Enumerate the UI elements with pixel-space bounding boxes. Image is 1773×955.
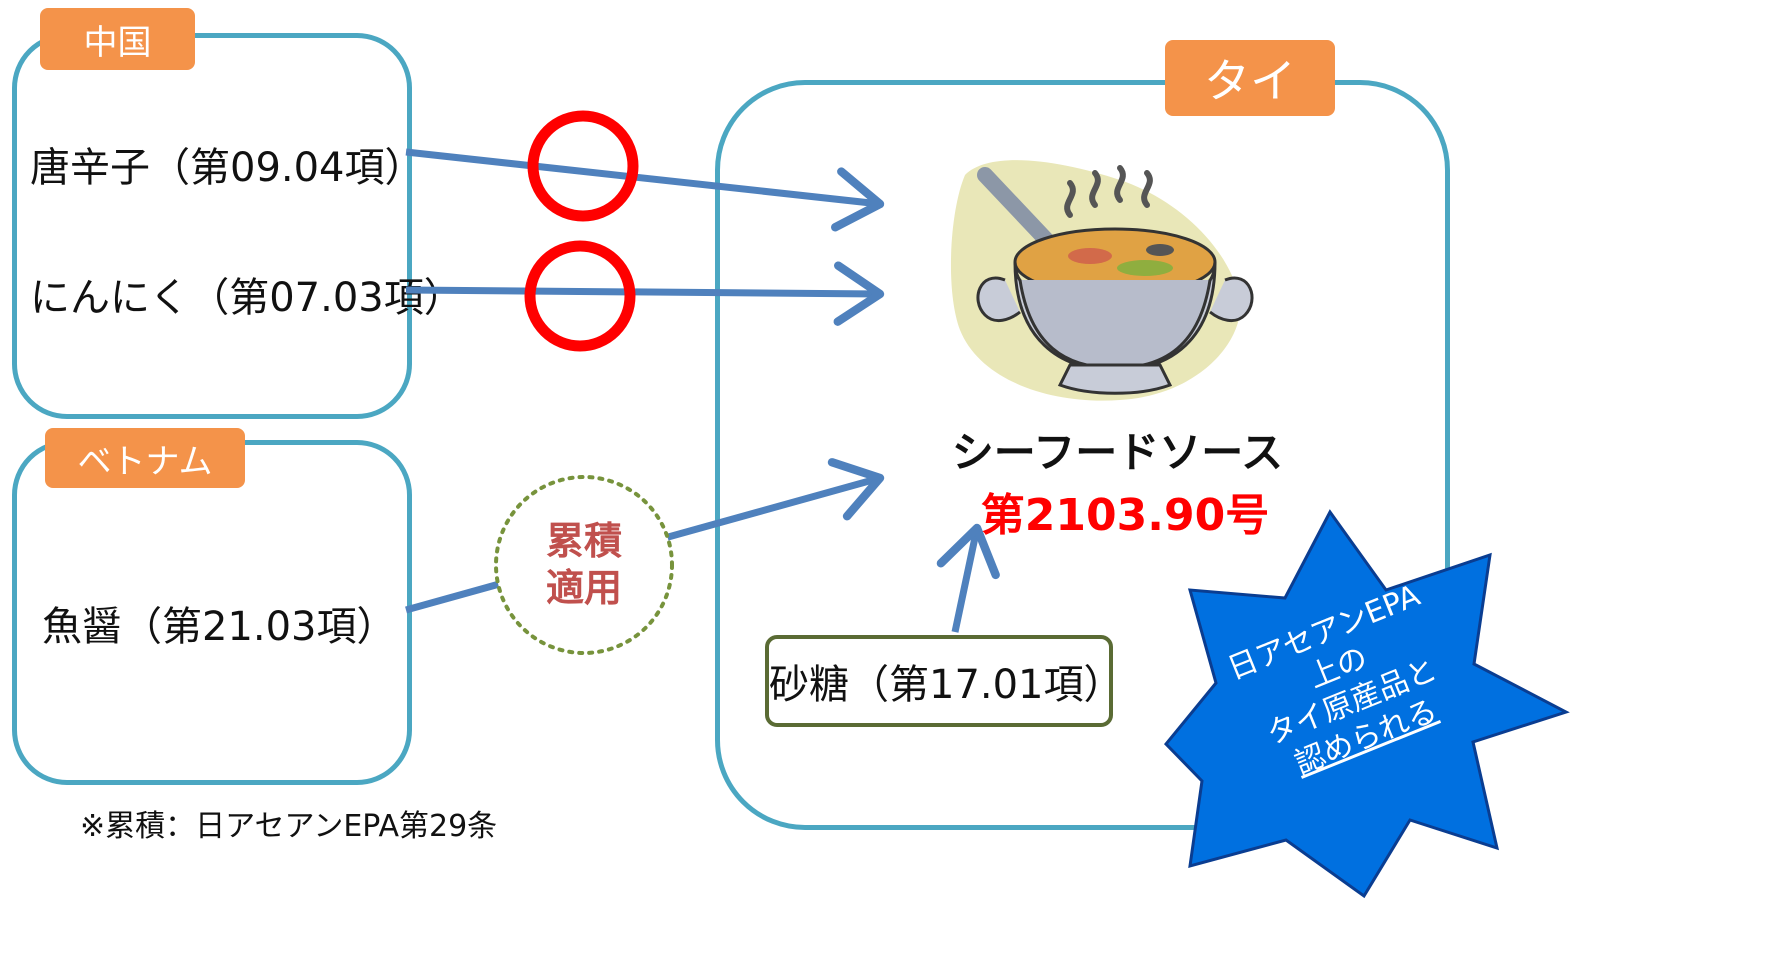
cumulation-label: 累積 適用: [506, 515, 662, 615]
fish-sauce-item: 魚醤（第21.03項）: [42, 604, 397, 650]
thailand-tag: タイ: [1165, 40, 1335, 116]
chili-item: 唐辛子（第09.04項）: [30, 145, 425, 191]
product-name: シーフードソース: [951, 428, 1284, 477]
product-code: 第2103.90号: [980, 490, 1270, 541]
footnote: ※累積：日アセアンEPA第29条: [80, 809, 498, 844]
ok-circle-chili: [527, 110, 639, 222]
sugar-item: 砂糖（第17.01項）: [765, 635, 1124, 727]
cumulation-line-1: 累積: [545, 518, 622, 563]
vietnam-tag: ベトナム: [45, 428, 245, 488]
cumulation-line-2: 適用: [545, 566, 622, 610]
garlic-item: にんにく（第07.03項）: [30, 275, 464, 321]
ok-circle-garlic: [524, 240, 636, 352]
china-box: [12, 33, 412, 419]
china-tag: 中国: [40, 8, 195, 70]
